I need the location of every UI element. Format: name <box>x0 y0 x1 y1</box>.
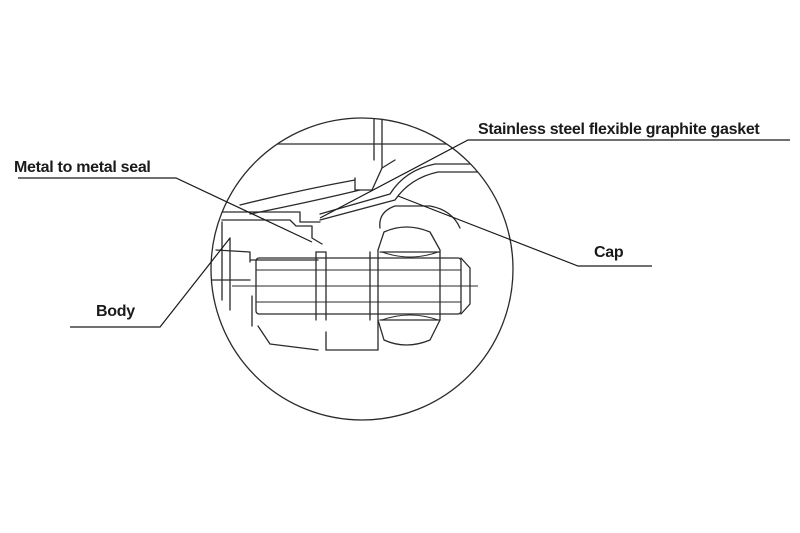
gasket-label: Stainless steel flexible graphite gasket <box>478 121 760 138</box>
hex-nut <box>377 226 441 346</box>
assembly-drawing <box>211 118 513 351</box>
gasket-leader <box>319 139 790 219</box>
body-label: Body <box>96 303 135 320</box>
seal-leader <box>18 177 313 243</box>
cap-label: Cap <box>594 244 624 261</box>
body-outline <box>211 211 379 351</box>
seal-label: Metal to metal seal <box>14 159 151 176</box>
detail-circle <box>210 117 514 421</box>
leader-lines <box>18 139 790 328</box>
stud-bolt <box>232 251 478 321</box>
body-leader <box>70 237 231 328</box>
cap-leader <box>397 195 652 267</box>
